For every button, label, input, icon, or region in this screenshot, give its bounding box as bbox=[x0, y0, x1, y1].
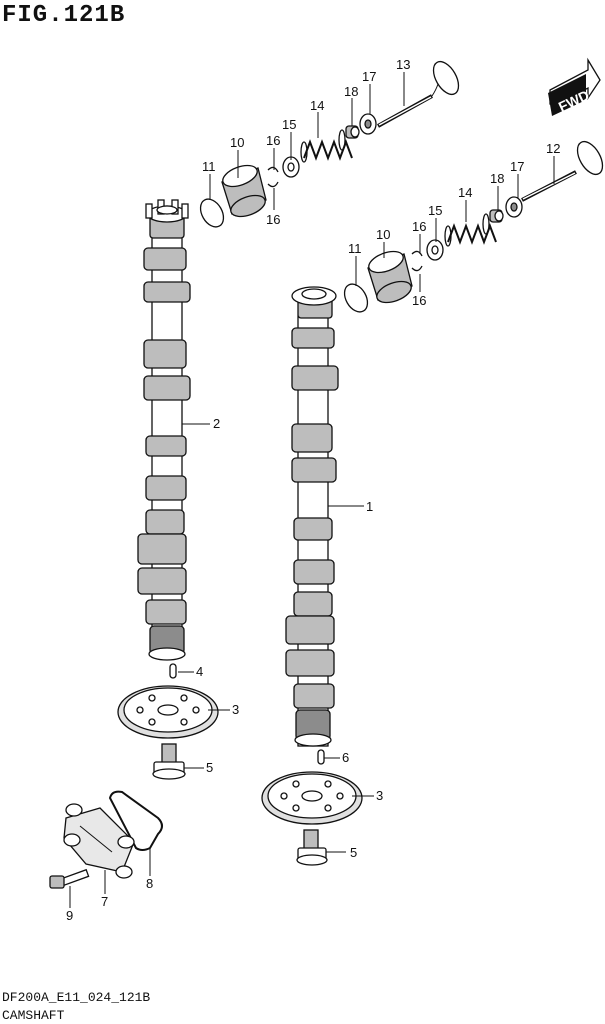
pin-6-part bbox=[317, 749, 325, 765]
callout-18: 18 bbox=[344, 84, 358, 99]
keeper-16-part bbox=[267, 166, 279, 188]
pin-4-part bbox=[169, 663, 177, 679]
fwd-arrow-icon: FWD bbox=[548, 57, 601, 116]
bolt-9-part bbox=[49, 868, 90, 889]
callout-3: 3 bbox=[232, 702, 239, 717]
callout-15b: 15 bbox=[428, 203, 442, 218]
retainer-17b-part bbox=[505, 196, 523, 218]
gasket-8-part bbox=[108, 790, 163, 851]
bolt-5-part bbox=[152, 743, 186, 780]
callout-11b: 11 bbox=[348, 241, 362, 256]
tappet-10-part bbox=[221, 164, 267, 218]
keeper-16b-part bbox=[411, 250, 423, 272]
valve-13-part bbox=[377, 60, 460, 128]
diagram-code: DF200A_E11_024_121B bbox=[2, 990, 151, 1005]
cover-7-part bbox=[63, 803, 135, 879]
retainer-17-part bbox=[359, 113, 377, 135]
seal-18-part bbox=[345, 125, 360, 139]
callout-5: 5 bbox=[206, 760, 213, 775]
callout-10b: 10 bbox=[376, 227, 390, 242]
figure-title: FIG.121B bbox=[2, 2, 126, 29]
callout-16b: 16 bbox=[266, 212, 280, 227]
callout-labels: 2 1 3 3 4 6 5 5 7 8 9 10 11 16 16 15 14 … bbox=[66, 57, 560, 923]
callout-17b: 17 bbox=[510, 159, 524, 174]
bolt-5b-part bbox=[296, 829, 328, 866]
callout-2: 2 bbox=[213, 416, 220, 431]
camshaft-1-part bbox=[285, 286, 339, 747]
callout-14: 14 bbox=[310, 98, 324, 113]
callout-8: 8 bbox=[146, 876, 153, 891]
callout-16d: 16 bbox=[412, 293, 426, 308]
callout-7: 7 bbox=[101, 894, 108, 909]
callout-1: 1 bbox=[366, 499, 373, 514]
shim-11-part bbox=[199, 198, 225, 228]
callout-15: 15 bbox=[282, 117, 296, 132]
camshaft-2-part bbox=[137, 199, 191, 661]
seal-18b-part bbox=[489, 209, 504, 223]
diagram-name: CAMSHAFT bbox=[2, 1008, 65, 1023]
callout-4: 4 bbox=[196, 664, 203, 679]
valve-train-lower bbox=[343, 140, 604, 313]
callout-9: 9 bbox=[66, 908, 73, 923]
callout-leaders bbox=[69, 72, 555, 908]
callout-5b: 5 bbox=[350, 845, 357, 860]
callout-3b: 3 bbox=[376, 788, 383, 803]
callout-12: 12 bbox=[546, 141, 560, 156]
valve-12-part bbox=[521, 140, 604, 202]
callout-16a: 16 bbox=[266, 133, 280, 148]
valve-train-upper bbox=[199, 60, 460, 228]
callout-18b: 18 bbox=[490, 171, 504, 186]
callout-14b: 14 bbox=[458, 185, 472, 200]
sprocket-3-part bbox=[117, 685, 219, 739]
sprocket-3b-part bbox=[261, 771, 363, 825]
callout-17: 17 bbox=[362, 69, 376, 84]
shim-11b-part bbox=[343, 283, 369, 313]
callout-13: 13 bbox=[396, 57, 410, 72]
callout-10: 10 bbox=[230, 135, 244, 150]
tappet-10b-part bbox=[367, 250, 413, 304]
spring-14b-part bbox=[444, 213, 497, 247]
callout-6: 6 bbox=[342, 750, 349, 765]
spring-14-part bbox=[300, 129, 353, 163]
callout-11: 11 bbox=[202, 159, 216, 174]
callout-16c: 16 bbox=[412, 219, 426, 234]
washer-15b-part bbox=[426, 239, 444, 261]
